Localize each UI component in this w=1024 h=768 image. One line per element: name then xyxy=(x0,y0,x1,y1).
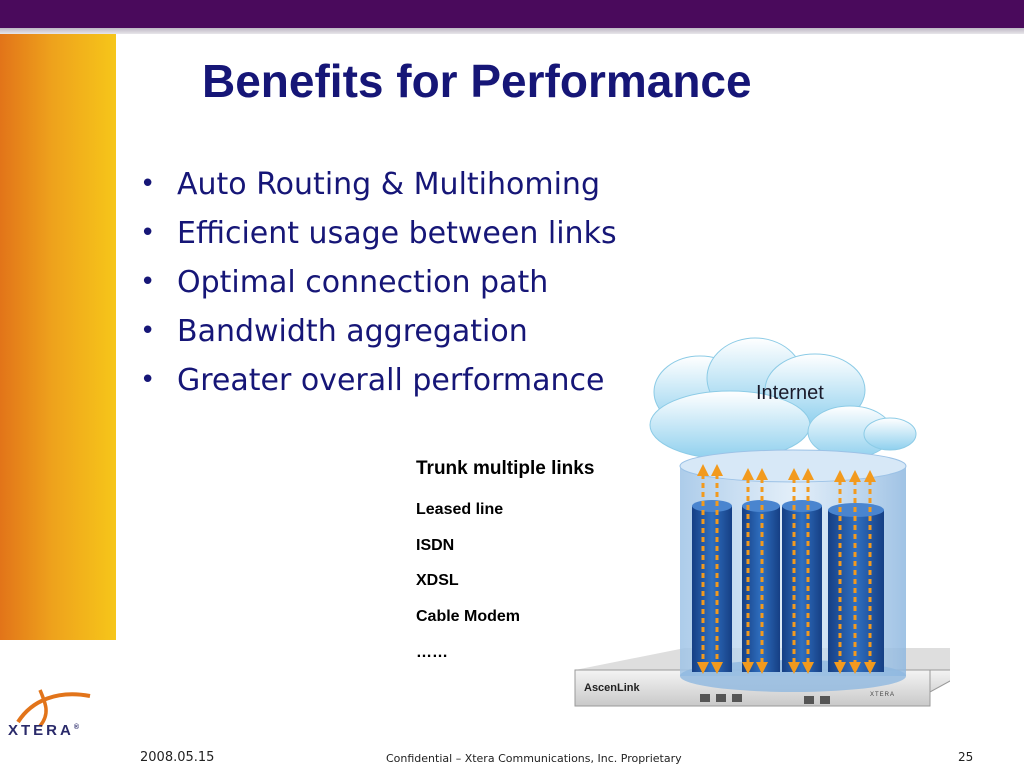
xtera-logo-text: XTERA® xyxy=(8,722,80,739)
top-bar-divider xyxy=(0,28,1024,34)
link-item: ISDN xyxy=(416,537,455,554)
double-arrow-icon xyxy=(711,464,723,674)
double-arrow-icon xyxy=(864,470,876,674)
double-arrow-icon xyxy=(697,464,709,674)
double-arrow-icon xyxy=(849,470,861,674)
network-diagram: AscenLink XTERA xyxy=(574,337,950,707)
svg-text:AscenLink: AscenLink xyxy=(584,682,641,694)
slide-title: Benefits for Performance xyxy=(202,55,752,107)
bullet-icon: • xyxy=(140,267,156,297)
double-arrow-icon xyxy=(788,468,800,674)
links-title: Trunk multiple links xyxy=(416,458,595,479)
double-arrow-icon xyxy=(756,468,768,674)
bullet-item: •Auto Routing & Multihoming xyxy=(140,160,617,209)
double-arrow-icon xyxy=(834,470,846,674)
xtera-swoosh-icon xyxy=(16,689,91,728)
internet-cloud-icon xyxy=(649,337,917,460)
bullet-icon: • xyxy=(140,169,156,199)
svg-text:XTERA: XTERA xyxy=(870,692,895,698)
internet-label: Internet xyxy=(756,382,824,404)
page-number: 25 xyxy=(958,750,974,764)
double-arrow-icon xyxy=(802,468,814,674)
double-arrow-icon xyxy=(742,468,754,674)
link-item: Cable Modem xyxy=(416,608,521,625)
bullet-icon: • xyxy=(140,365,156,395)
logo-area xyxy=(0,640,116,768)
bullet-icon: • xyxy=(140,218,156,248)
bullet-list: •Auto Routing & Multihoming •Efficient u… xyxy=(140,160,617,405)
link-tube xyxy=(692,500,732,672)
top-bar xyxy=(0,0,1024,28)
link-item: …… xyxy=(416,644,448,661)
bullet-item: •Bandwidth aggregation xyxy=(140,307,617,356)
bullet-item: •Efficient usage between links xyxy=(140,209,617,258)
link-item: XDSL xyxy=(416,572,459,589)
bullet-icon: • xyxy=(140,316,156,346)
footer-confidential: Confidential – Xtera Communications, Inc… xyxy=(386,752,682,765)
bullet-item: •Greater overall performance xyxy=(140,356,617,405)
footer-date: 2008.05.15 xyxy=(140,750,215,765)
bullet-item: •Optimal connection path xyxy=(140,258,617,307)
link-item: Leased line xyxy=(416,501,504,518)
link-tube xyxy=(782,500,822,672)
